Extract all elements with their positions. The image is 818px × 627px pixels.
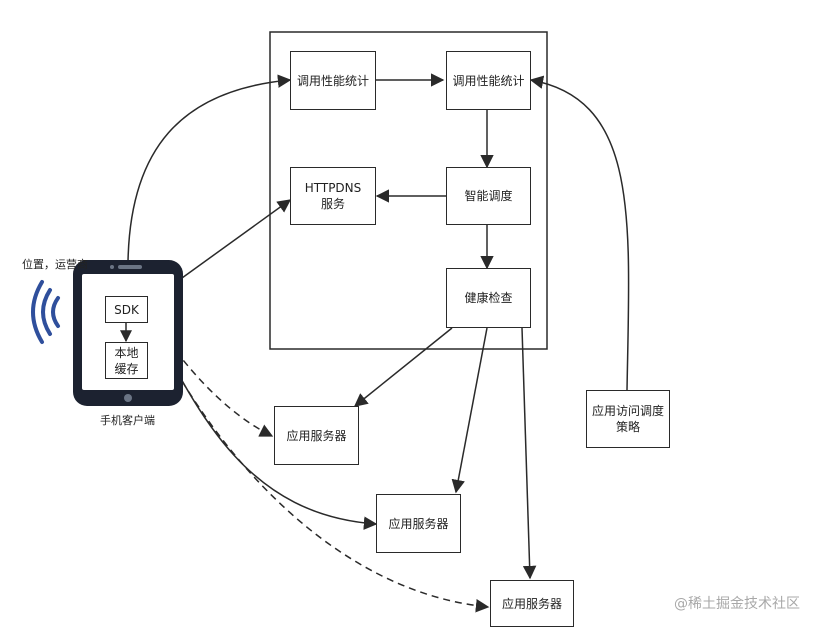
phone-speaker	[118, 265, 142, 269]
node-smart-schedule: 智能调度	[446, 167, 531, 225]
edge-health-to-server1	[353, 327, 453, 407]
node-perf-stat-right: 调用性能统计	[446, 51, 531, 110]
node-app-server-3: 应用服务器	[490, 580, 574, 627]
mobile-phone-icon	[73, 260, 183, 406]
edge-phone-to-httpdns	[181, 199, 292, 279]
wifi-signal-icon	[31, 280, 60, 344]
watermark: @稀土掘金技术社区	[674, 596, 800, 612]
node-access-policy: 应用访问调度 策略	[586, 390, 670, 448]
node-local-cache: 本地 缓存	[105, 342, 148, 379]
phone-camera	[110, 265, 114, 269]
phone-client-label: 手机客户端	[100, 414, 155, 427]
node-app-server-2: 应用服务器	[376, 494, 461, 553]
node-health-check: 健康检查	[446, 268, 531, 328]
edge-sdk-to-server1-dashed	[147, 311, 274, 437]
node-sdk: SDK	[105, 296, 148, 323]
edge-policy-to-perf	[529, 75, 630, 391]
node-perf-stat-left: 调用性能统计	[290, 51, 376, 110]
node-httpdns: HTTPDNS 服务	[290, 167, 376, 225]
service-container	[269, 31, 548, 350]
location-carrier-label: 位置，运营商	[22, 258, 88, 271]
edge-phone-to-perf	[127, 74, 292, 263]
edge-health-to-server2	[451, 327, 488, 494]
edge-health-to-server3	[521, 327, 537, 580]
node-app-server-1: 应用服务器	[274, 406, 359, 465]
phone-home-button	[124, 394, 132, 402]
